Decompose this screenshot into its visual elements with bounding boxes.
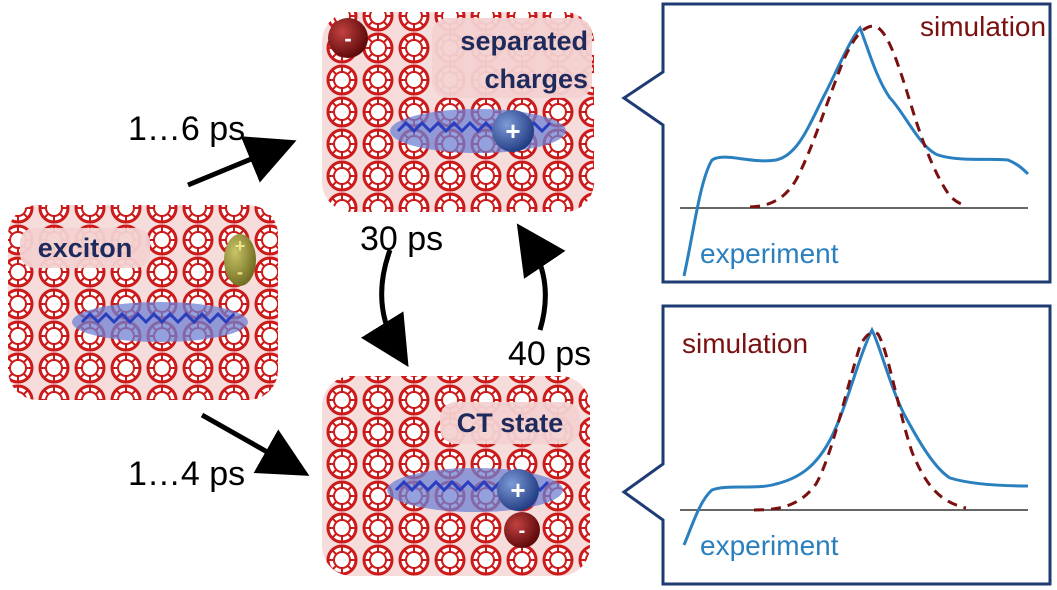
- bottom-experiment-label: experiment: [700, 530, 839, 561]
- top-experiment-curve: [682, 25, 1030, 277]
- top-simulation-label: simulation: [920, 11, 1046, 42]
- negative-charge-icon: [504, 512, 540, 548]
- exciton-minus-sign: -: [237, 262, 243, 282]
- arrow-exciton-to-separated: [187, 136, 297, 188]
- time-exciton-to-separated: 1…6 ps: [128, 110, 245, 148]
- ct-label-bg: [440, 402, 580, 444]
- exciton-plus-sign: +: [235, 236, 246, 256]
- negative-charge-icon: [328, 18, 368, 58]
- hole-sign: +: [510, 475, 525, 505]
- exciton-label-bg: [20, 228, 150, 268]
- bottom-experiment-curve: [682, 326, 1029, 546]
- hole-sign: +: [505, 116, 520, 146]
- bottom-plot-frame: [621, 304, 1052, 586]
- ct-label: CT state: [457, 408, 564, 438]
- top-simulation-curve: [749, 24, 967, 209]
- separated-label-line1: separated: [460, 26, 588, 56]
- polymer-chain-icon: [80, 311, 236, 325]
- exciton-state: exciton + -: [8, 205, 278, 400]
- electron-sign: -: [519, 520, 526, 542]
- arrow-exciton-to-ct: [200, 412, 310, 476]
- separated-label-bg: [432, 18, 592, 98]
- exciton-label: exciton: [38, 233, 133, 263]
- separated-label-line2: charges: [484, 64, 588, 94]
- top-experiment-label: experiment: [700, 238, 839, 269]
- time-exciton-to-ct: 1…4 ps: [128, 455, 245, 493]
- time-ct-to-separated: 40 ps: [508, 335, 591, 373]
- ct-state: CT state + -: [322, 376, 590, 576]
- arrow-ct-to-separated: [516, 223, 566, 331]
- positive-charge-icon: [492, 110, 534, 152]
- positive-charge-icon: [497, 469, 539, 511]
- exciton-charge-icon: [224, 234, 256, 286]
- top-plot-frame: [621, 2, 1052, 284]
- arrow-separated-to-ct: [360, 249, 409, 367]
- separated-charges-state: separated charges - +: [322, 12, 594, 212]
- time-separated-to-ct: 30 ps: [360, 220, 443, 258]
- bottom-simulation-curve: [753, 331, 967, 512]
- top-spectrum-panel: simulation experiment: [621, 2, 1052, 284]
- bottom-simulation-label: simulation: [682, 328, 808, 359]
- electron-sign: -: [344, 26, 351, 51]
- bottom-spectrum-panel: simulation experiment: [621, 304, 1052, 586]
